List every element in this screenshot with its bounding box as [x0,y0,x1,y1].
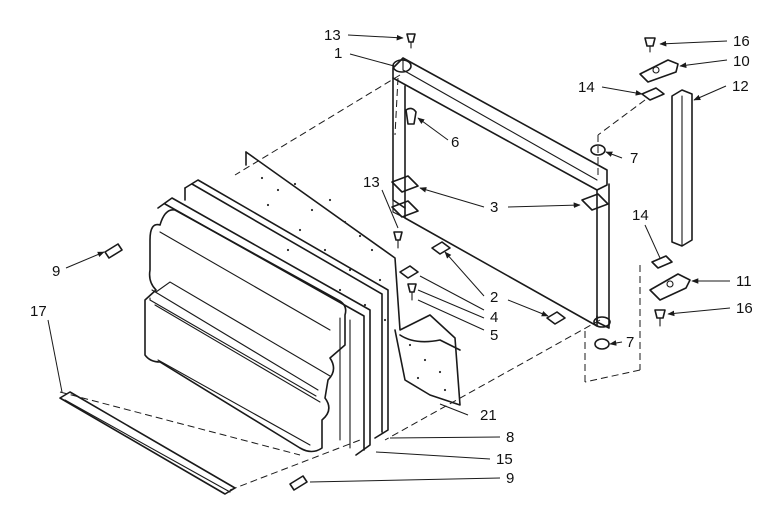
callout-21: 21 [480,407,497,424]
callout-13-top: 13 [324,27,341,44]
callout-8: 8 [506,429,514,446]
callout-9-left: 9 [52,263,60,280]
callout-7-bottom: 7 [626,334,634,351]
callout-14-top: 14 [578,79,595,96]
small-hardware [104,33,610,491]
callout-2: 2 [490,289,498,306]
assembly-lines [59,74,646,491]
callout-9-bottom: 9 [506,470,514,487]
door-liner [144,197,371,456]
corner-brackets [391,175,609,218]
callout-7-top: 7 [630,150,638,167]
callout-14-bottom: 14 [632,207,649,224]
bottom-trim-strip [59,391,236,495]
callout-5: 5 [490,327,498,344]
door-gasket [184,179,389,439]
callout-1: 1 [334,45,342,62]
callout-12: 12 [732,78,749,95]
door-frame [392,57,611,329]
callout-3: 3 [490,199,498,216]
callout-4: 4 [490,309,498,326]
callout-10: 10 [733,53,750,70]
callout-labels: 13 1 6 13 3 2 4 5 7 7 16 10 14 12 14 11 … [30,27,753,487]
insulation-speckle [260,176,447,392]
callout-13-mid: 13 [363,174,380,191]
callout-16-top: 16 [733,33,750,50]
callout-11: 11 [736,273,752,290]
hinge-parts [639,37,693,327]
callout-15: 15 [496,451,513,468]
callout-16-bottom: 16 [736,300,753,317]
leader-lines [47,34,731,483]
callout-17: 17 [30,303,47,320]
insulation-panel [245,151,461,406]
callout-6: 6 [451,134,459,151]
